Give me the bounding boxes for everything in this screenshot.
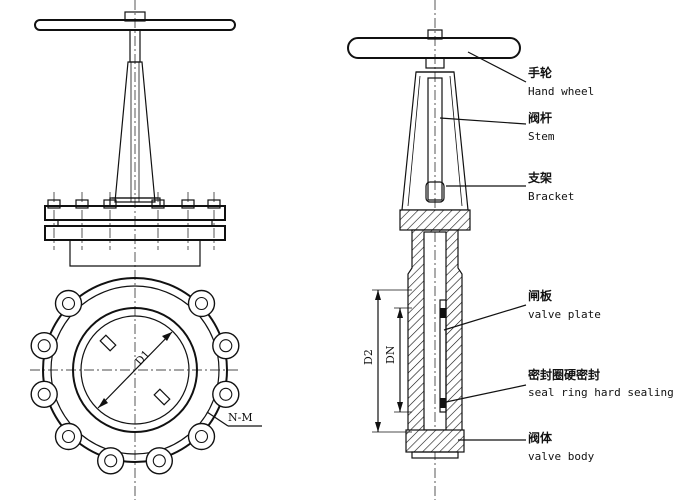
valve-plate-en: valve plate — [528, 308, 601, 321]
front-bracket — [109, 61, 161, 207]
front-view: D1 N-M — [30, 0, 262, 500]
hand-wheel-en: Hand wheel — [528, 85, 594, 98]
stem-en: Stem — [528, 130, 555, 143]
hand-wheel-cn: 手轮 — [528, 65, 553, 80]
bolt-hole — [104, 454, 118, 468]
d1-dimension-line — [97, 331, 173, 409]
callout-hand-wheel: 手轮 Hand wheel — [528, 65, 594, 98]
stem-cn: 阀杆 — [528, 110, 552, 125]
d2-label: D2 — [362, 349, 375, 365]
callout-bracket: 支架 Bracket — [527, 170, 574, 203]
valve-body-cn: 阀体 — [528, 430, 553, 445]
bolt-hole — [37, 339, 51, 353]
bracket-en: Bracket — [528, 190, 574, 203]
bolt-hole — [61, 429, 76, 444]
bracket-cn: 支架 — [527, 170, 552, 185]
side-view: D2 DN 手轮 Hand wheel 阀杆 Stem 支架 — [347, 0, 674, 500]
bolt-hole — [61, 296, 76, 311]
callout-leaders — [439, 51, 527, 441]
bolt-hole — [37, 387, 51, 401]
seal-ring-cn: 密封圈硬密封 — [528, 367, 600, 382]
callout-valve-body: 阀体 valve body — [528, 430, 595, 463]
side-dimensions: D2 DN — [362, 289, 412, 433]
callout-seal-ring: 密封圈硬密封 seal ring hard sealing — [528, 367, 674, 399]
side-valve-body — [405, 229, 465, 459]
d1-label: D1 — [133, 348, 153, 368]
callout-stem: 阀杆 Stem — [528, 110, 555, 143]
bolt-hole — [219, 339, 233, 353]
front-bolt-lugs — [30, 289, 240, 475]
dn-label: DN — [384, 345, 397, 364]
valve-body-en: valve body — [528, 450, 595, 463]
bolt-spec-label: N-M — [228, 411, 253, 424]
valve-plate-cn: 闸板 — [528, 288, 553, 303]
bolt-hole — [194, 429, 209, 444]
callout-valve-plate: 闸板 valve plate — [528, 288, 601, 321]
seal-ring-en: seal ring hard sealing — [528, 386, 674, 399]
bolt-hole — [194, 296, 209, 311]
side-hand-wheel — [347, 29, 521, 69]
bolt-hole — [152, 454, 166, 468]
side-bracket — [399, 71, 471, 231]
bolt-hole — [219, 387, 233, 401]
